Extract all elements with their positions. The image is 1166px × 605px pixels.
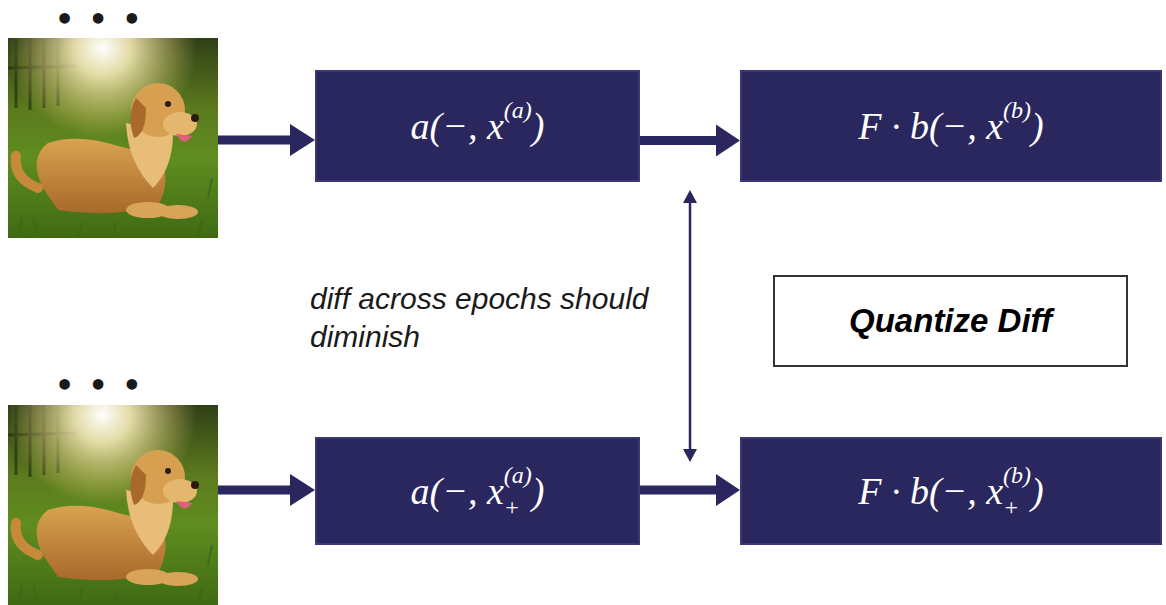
formula: F · b(−, x(b)+) [858,467,1044,515]
formula: F · b(−, x(b)) [858,104,1044,148]
formula-text: ) [1031,469,1044,513]
process-box: F · b(−, x(b)+) [740,437,1162,545]
script-stack: (a)+ [504,467,532,515]
flow-arrow [640,474,740,506]
subscript: + [1003,495,1019,519]
annotation: diff across epochs should diminish [310,280,655,355]
note-box: Quantize Diff [773,275,1128,367]
arrow-shaft [640,485,718,494]
process-box: a(−, x(a)+) [315,437,640,545]
formula-text: a(−, x [411,469,504,513]
formula-text: a(−, x [411,104,504,148]
subscript: + [504,495,520,519]
formula: a(−, x(a)+) [411,467,545,515]
script-stack: (b)+ [1003,467,1031,515]
process-box: F · b(−, x(b)) [740,70,1162,182]
formula-text: F · b(−, x [858,104,1003,148]
ellipsis-mark: • • • [55,2,143,37]
dog-photo [8,405,218,605]
input-arrows [218,124,315,506]
formula-text: ) [532,469,545,513]
formula: a(−, x(a)) [411,104,545,148]
formula-text: Quantize Diff [849,302,1052,340]
superscript: (a) [504,463,532,487]
formula-text: ) [532,104,545,148]
diff-double-arrow [683,190,697,462]
arrow-head [716,474,740,506]
dog-photo [8,38,218,238]
arrow-head [716,125,740,157]
superscript: (a) [504,97,532,124]
arrow-shaft [640,136,718,145]
formula: Quantize Diff [849,302,1052,340]
formula-text: F · b(−, x [858,469,1003,513]
formula-text: ) [1031,104,1044,148]
process-box: a(−, x(a)) [315,70,640,182]
ellipsis-mark: • • • [55,368,143,403]
flow-arrow [640,125,740,157]
superscript: (b) [1003,97,1031,124]
superscript: (b) [1003,463,1031,487]
